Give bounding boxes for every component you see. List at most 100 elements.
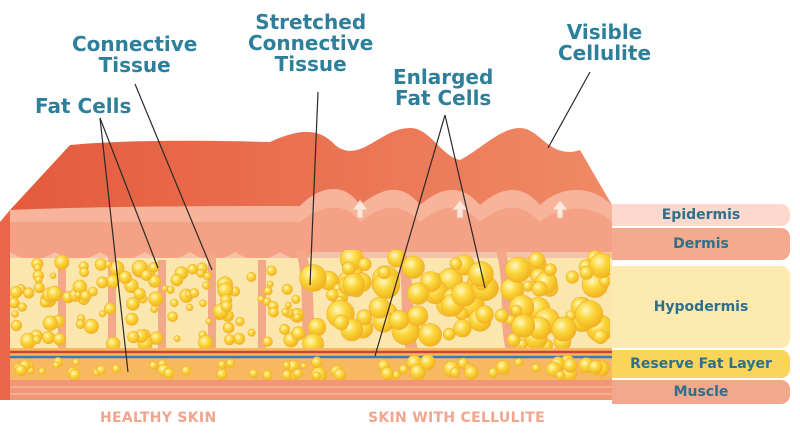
fat-cell [54, 254, 70, 270]
fat-cell [510, 304, 523, 317]
fat-cell [389, 309, 410, 331]
healthy-skin-label: HEALTHY SKIN [100, 410, 217, 426]
fat-cell [187, 263, 198, 275]
enlarged-line2: Fat Cells [394, 86, 492, 110]
stretched-line1: Stretched [255, 10, 367, 34]
fat-cell [357, 257, 372, 272]
fat-cell [299, 264, 327, 292]
fat-cell [291, 326, 306, 341]
fat-cell [181, 365, 191, 376]
reserve-fat-tag: Reserve Fat Layer [612, 350, 790, 378]
fat-cell [148, 274, 162, 288]
fat-cell [46, 285, 63, 302]
fat-cell [127, 331, 140, 344]
fat-cell [220, 300, 233, 313]
hypodermis-tag: Hypodermis [612, 266, 790, 348]
fat-cell [103, 302, 117, 315]
fat-cell [262, 336, 273, 347]
visible-line2: Cellulite [558, 41, 652, 65]
fat-cell [42, 315, 59, 331]
fat-cell [216, 368, 228, 380]
fat-cell [588, 359, 603, 375]
fat-cell [562, 358, 578, 373]
fat-cell [126, 296, 140, 311]
fat-cell [32, 335, 42, 345]
fat-cell [593, 329, 608, 344]
fat-cell [75, 319, 86, 330]
fat-cell [111, 364, 121, 374]
fat-cell [222, 321, 235, 334]
fat-cell [531, 363, 541, 373]
fat-cell [551, 316, 577, 342]
fat-cell [342, 273, 365, 296]
fat-cell [105, 336, 121, 348]
skin-with-cellulite-label: SKIN WITH CELLULITE [368, 410, 546, 426]
fat-cell [262, 370, 273, 381]
fat-cell [148, 291, 164, 307]
fat-cell [449, 367, 461, 378]
epidermis-tag: Epidermis [612, 204, 790, 226]
fat-cell [170, 298, 179, 308]
fat-cell [368, 296, 391, 319]
fat-cell [326, 288, 339, 302]
skin-surface [10, 128, 612, 210]
fat-cell [418, 323, 443, 347]
fat-cell [74, 291, 82, 299]
fat-cell [282, 361, 291, 370]
fat-cell [514, 357, 524, 367]
fat-cell [49, 272, 57, 280]
enlarged-line1: Enlarged [393, 65, 494, 89]
fat-cell [23, 287, 35, 299]
fat-cell [235, 316, 245, 327]
fat-cell [419, 354, 436, 371]
fat-cell [387, 250, 406, 268]
fat-cell [467, 261, 494, 288]
fat-cell [575, 300, 604, 329]
fat-cells [10, 250, 610, 348]
fat-cell [398, 364, 409, 375]
dermis-tag: Dermis [612, 228, 790, 260]
fat-cell [225, 358, 236, 368]
fat-cell [281, 307, 290, 316]
fat-cell [311, 356, 323, 368]
fat-cell [464, 365, 479, 380]
fat-cell [380, 366, 394, 381]
fat-cell [279, 323, 290, 335]
fat-cell [72, 358, 80, 367]
fat-cell [167, 311, 178, 323]
fat-cell [506, 332, 521, 347]
fat-cell [96, 365, 106, 375]
fat-cell [68, 368, 81, 381]
fat-cell [291, 294, 301, 304]
side-face [0, 210, 10, 400]
fat-cell [189, 288, 200, 298]
fat-cell [15, 364, 27, 376]
fat-cell [53, 332, 66, 346]
fat-cell [133, 287, 146, 300]
fat-cell [202, 281, 211, 290]
fat-cell [148, 360, 158, 370]
fat-cell [442, 327, 456, 341]
fat-cell [217, 360, 227, 370]
fat-cell [266, 265, 277, 277]
fat-cell [555, 370, 565, 381]
fat-cell [312, 371, 321, 381]
fat-cell [98, 310, 107, 318]
fat-cell [170, 273, 184, 287]
fat-cell [140, 269, 153, 281]
muscle-layer [10, 380, 612, 400]
fat-cell [198, 335, 214, 348]
fat-cell [17, 302, 27, 312]
fat-cell [300, 362, 308, 370]
fat-cell [453, 319, 472, 338]
fat-cell [104, 260, 113, 268]
fat-cell [161, 285, 169, 292]
fat-cell [163, 367, 175, 379]
fat-cell [333, 368, 346, 381]
fat-cell [10, 286, 23, 299]
fat-cell [257, 295, 265, 303]
fat-cell [531, 280, 548, 297]
visible-cellulite-label: Visible Cellulite [558, 22, 651, 64]
